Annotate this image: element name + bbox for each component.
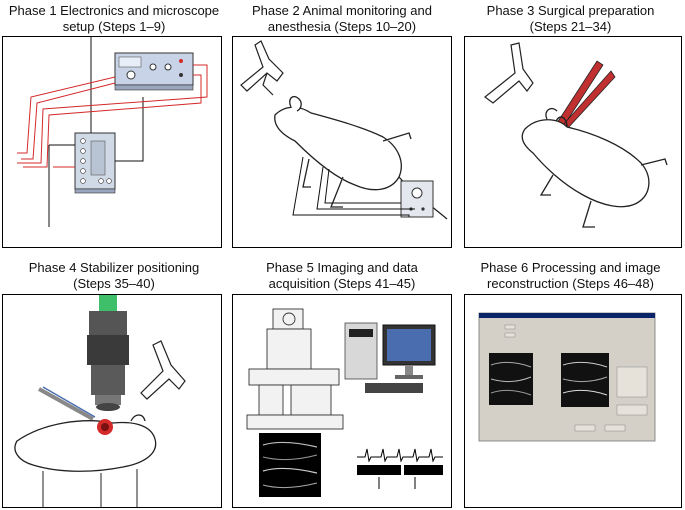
phase-6-title-line2: reconstruction (Steps 46–48) bbox=[487, 276, 654, 291]
sync-signal bbox=[357, 465, 443, 489]
keyboard bbox=[365, 383, 423, 393]
phase-2: Phase 2 Animal monitoring and anesthesia… bbox=[228, 0, 456, 252]
red-cables bbox=[17, 64, 208, 168]
support-legs bbox=[42, 469, 138, 507]
exposed-site bbox=[97, 419, 113, 435]
imaging-illustration bbox=[246, 308, 443, 497]
monitor-device bbox=[400, 180, 434, 218]
amplifier-unit bbox=[114, 52, 194, 91]
monitor-wires bbox=[292, 156, 415, 217]
raw-image bbox=[489, 353, 533, 405]
phase-2-title: Phase 2 Animal monitoring and anesthesia… bbox=[228, 3, 456, 35]
phase-3-title: Phase 3 Surgical preparation (Steps 21–3… bbox=[456, 3, 685, 35]
phase-2-title-line1: Phase 2 Animal monitoring and bbox=[252, 3, 432, 18]
phase-6-panel bbox=[464, 294, 682, 508]
phase-6: Phase 6 Processing and image reconstruct… bbox=[456, 256, 685, 510]
phase-4-title-line2: (Steps 35–40) bbox=[73, 276, 155, 291]
phase-1-title-line2: setup (Steps 1–9) bbox=[62, 19, 166, 34]
phase-3: Phase 3 Surgical preparation (Steps 21–3… bbox=[456, 0, 685, 252]
mouse-body bbox=[521, 107, 668, 228]
phase-6-title-line1: Phase 6 Processing and image bbox=[480, 260, 661, 275]
phase-3-title-line1: Phase 3 Surgical preparation bbox=[486, 3, 655, 18]
computer-tower bbox=[344, 322, 378, 380]
pipette bbox=[38, 386, 96, 421]
head-holder bbox=[140, 340, 186, 400]
stabilizer-illustration bbox=[14, 295, 186, 507]
mouse-body bbox=[274, 95, 448, 220]
surgery-illustration bbox=[484, 42, 668, 228]
green-beam bbox=[99, 295, 117, 311]
computer-monitor bbox=[382, 324, 436, 379]
software-buttons bbox=[504, 324, 648, 432]
phase-5-title-line1: Phase 5 Imaging and data bbox=[266, 260, 418, 275]
phase-5-title-line2: acquisition (Steps 41–45) bbox=[268, 276, 416, 291]
phase-1: Phase 1 Electronics and microscope setup… bbox=[0, 0, 228, 252]
phase-2-title-line2: anesthesia (Steps 10–20) bbox=[267, 19, 417, 34]
electronics-setup-illustration bbox=[17, 37, 208, 227]
software-screenshot-illustration bbox=[478, 312, 656, 442]
phase-1-title-line1: Phase 1 Electronics and microscope bbox=[8, 3, 220, 18]
mouse-body bbox=[14, 414, 157, 472]
acquired-image bbox=[259, 433, 321, 497]
window-titlebar bbox=[479, 313, 655, 318]
breakout-box bbox=[74, 132, 116, 194]
objective-lens bbox=[87, 311, 129, 411]
anesthesia-illustration bbox=[240, 40, 448, 220]
phase-4-panel bbox=[2, 294, 222, 508]
phase-1-title: Phase 1 Electronics and microscope setup… bbox=[0, 3, 228, 35]
ecg-trace bbox=[357, 448, 443, 463]
phase-4-title-line1: Phase 4 Stabilizer positioning bbox=[28, 260, 200, 275]
phase-2-panel bbox=[232, 36, 452, 248]
phase-3-panel bbox=[464, 36, 682, 248]
phase-3-title-line2: (Steps 21–34) bbox=[529, 19, 612, 34]
head-holder bbox=[240, 40, 284, 96]
reconstructed-image bbox=[561, 353, 609, 407]
phase-5-panel bbox=[232, 294, 452, 508]
phase-5: Phase 5 Imaging and data acquisition (St… bbox=[228, 256, 456, 510]
black-cables bbox=[48, 37, 144, 227]
phase-6-title: Phase 6 Processing and image reconstruct… bbox=[456, 260, 685, 292]
microscope bbox=[246, 308, 344, 430]
phase-1-panel bbox=[2, 36, 222, 248]
phase-5-title: Phase 5 Imaging and data acquisition (St… bbox=[228, 260, 456, 292]
phase-4-title: Phase 4 Stabilizer positioning (Steps 35… bbox=[0, 260, 228, 292]
phase-4: Phase 4 Stabilizer positioning (Steps 35… bbox=[0, 256, 228, 510]
head-holder bbox=[484, 42, 534, 104]
